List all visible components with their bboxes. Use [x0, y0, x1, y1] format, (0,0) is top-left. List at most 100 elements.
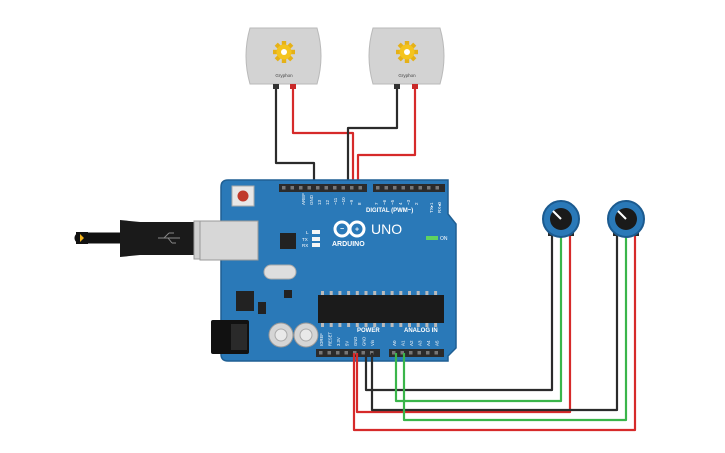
led-tx-label: TX — [302, 237, 308, 242]
digital-pin-label: GND — [309, 194, 314, 205]
header-hole — [333, 186, 337, 190]
header-hole — [427, 186, 431, 190]
small-ic — [280, 233, 296, 249]
digital-header-holes — [282, 186, 439, 190]
chip-pin — [364, 291, 368, 295]
chip-pin — [321, 323, 324, 327]
motor1-gear-icon — [273, 41, 295, 63]
chip-pin — [347, 291, 351, 295]
digital-pin-label: ~10 — [341, 197, 346, 205]
digital-pin-label: 2 — [414, 202, 419, 205]
power-pin-label: GND — [362, 337, 367, 346]
capacitor-2-top — [299, 328, 313, 342]
power-pin-label: Vin — [370, 339, 375, 346]
analog-pin-label: A1 — [401, 340, 406, 346]
header-hole — [384, 186, 388, 190]
chip-pin — [373, 323, 377, 327]
digital-pin-label: 12 — [325, 199, 330, 205]
header-hole — [307, 186, 311, 190]
digital-pin-label: ~3 — [406, 199, 411, 205]
chip-pin — [434, 323, 438, 327]
chip-pin — [381, 291, 385, 295]
chip-pin — [408, 323, 411, 327]
arduino-infinity-logo-icon — [333, 220, 366, 238]
digital-pin-label: ~11 — [333, 197, 338, 205]
chip-pin — [399, 291, 403, 295]
led-tx — [312, 237, 320, 241]
dc-motor-1[interactable]: Gryphon — [245, 27, 322, 89]
header-hole — [435, 186, 439, 190]
chip-pin — [329, 291, 333, 295]
header-hole — [350, 186, 354, 190]
digital-pin-label: ~5 — [390, 199, 395, 205]
chip-pin — [347, 323, 351, 327]
header-hole — [319, 351, 323, 355]
header-hole — [417, 351, 421, 355]
dc-power-jack-inner — [231, 324, 247, 350]
chip-pin — [364, 323, 368, 327]
pot2-black-wire — [370, 236, 619, 412]
header-hole — [376, 186, 380, 190]
chip-pin — [434, 291, 438, 295]
header-hole — [336, 351, 340, 355]
chip-pin — [408, 291, 411, 295]
chip-pin — [329, 323, 333, 327]
potentiometer-wires — [352, 236, 637, 432]
analog-pin-label: A4 — [426, 340, 431, 346]
model-text: UNO — [371, 221, 402, 237]
analog-pin-label: A0 — [392, 340, 397, 346]
chip-pin — [338, 323, 342, 327]
pot1-black-wire — [364, 236, 554, 392]
potentiometer-2[interactable] — [607, 200, 645, 238]
motor2-gear-icon — [396, 41, 418, 63]
header-hole — [353, 351, 357, 355]
header-hole — [324, 186, 328, 190]
digital-pin-label: 4 — [398, 202, 403, 205]
arduino-minus: − — [340, 226, 344, 233]
motor2-black-wire — [346, 86, 399, 187]
led-rx — [312, 243, 320, 247]
digital-pin-label: 8 — [357, 202, 362, 205]
header-hole — [401, 186, 405, 190]
led-rx-label: RX — [302, 243, 308, 248]
chip-pin — [321, 291, 324, 295]
header-hole — [361, 351, 365, 355]
header-hole — [418, 186, 422, 190]
header-hole — [400, 351, 404, 355]
board-usb-jack — [199, 220, 259, 261]
motor1-terminal-black — [273, 84, 279, 89]
analog-header-title: ANALOG IN — [404, 328, 438, 334]
header-hole — [393, 186, 397, 190]
usb-cable-tip-icon — [80, 234, 84, 242]
led-on-label: ON — [440, 236, 448, 242]
analog-pin-label: A2 — [409, 340, 414, 346]
reset-button-cap — [237, 190, 249, 202]
brand-text: ARDUINO — [332, 241, 365, 248]
chip-pin — [373, 291, 377, 295]
chip-pin — [416, 291, 420, 295]
motor1-red-wire — [291, 86, 355, 187]
potentiometer-1[interactable] — [542, 200, 580, 238]
dc-motor-2[interactable]: Gryphon — [368, 27, 445, 89]
chip-pin — [425, 291, 429, 295]
atmega-chip — [318, 295, 444, 323]
motor2-terminal-black — [394, 84, 400, 89]
digital-pin-label: 13 — [317, 199, 322, 205]
header-hole — [316, 186, 320, 190]
header-hole — [426, 351, 430, 355]
tx-pin-label: TX▸1 — [429, 202, 434, 213]
rx-pin-label: RX◂0 — [437, 201, 442, 213]
chip-pin — [390, 291, 394, 295]
power-header-title: POWER — [357, 328, 380, 334]
led-l-label: L — [306, 230, 309, 235]
led-l — [312, 230, 320, 234]
motor1-label: Gryphon — [275, 73, 293, 78]
power-pin-label: RESET — [328, 332, 333, 346]
power-pin-label: IOREF — [319, 333, 324, 346]
digital-pin-label: 7 — [374, 202, 379, 205]
chip-pin — [399, 323, 403, 327]
